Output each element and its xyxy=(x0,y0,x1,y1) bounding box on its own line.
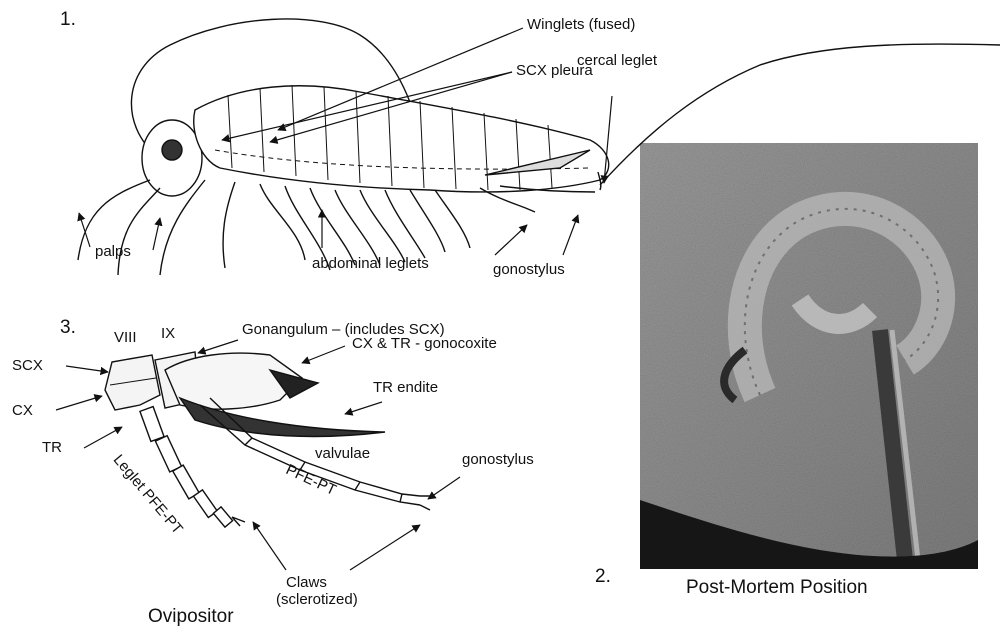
label-viii: VIII xyxy=(114,330,137,345)
panel-2-number: 2. xyxy=(595,567,611,586)
insect-body xyxy=(194,86,609,192)
label-gonostylus-1: gonostylus xyxy=(493,262,565,277)
label-abdominal-leglets: abdominal leglets xyxy=(312,256,429,271)
tr-endite-arrow xyxy=(345,402,382,414)
label-tr-endite: TR endite xyxy=(373,380,438,395)
gonostylus-arrow-1 xyxy=(495,225,527,255)
caption-post-mortem: Post-Mortem Position xyxy=(686,578,868,597)
tr-arrow xyxy=(84,427,122,448)
panel-1-number: 1. xyxy=(60,10,76,29)
segment-viii xyxy=(105,355,160,410)
gonostylus-arrow-2 xyxy=(563,215,578,255)
palps-arrow-2 xyxy=(153,218,160,250)
label-cx-tr-gonocoxite: CX & TR - gonocoxite xyxy=(352,336,497,351)
label-scx: SCX xyxy=(12,358,43,373)
palps-arrow xyxy=(79,213,90,247)
caption-ovipositor: Ovipositor xyxy=(148,607,234,626)
gonostylus-arrow-3 xyxy=(428,477,460,499)
label-tr: TR xyxy=(42,440,62,455)
palp-2 xyxy=(118,188,160,275)
label-claws-sclerotized: (sclerotized) xyxy=(276,592,358,607)
label-palps: palps xyxy=(95,244,131,259)
cx-arrow xyxy=(56,396,102,410)
label-cercal-leglet: cercal leglet xyxy=(577,53,657,68)
insect-eye xyxy=(162,140,182,160)
claws-arrow-2 xyxy=(350,525,420,570)
cx-tr-arrow xyxy=(302,346,345,363)
label-winglets: Winglets (fused) xyxy=(527,17,635,32)
label-ix: IX xyxy=(161,326,175,341)
claws-arrow-1 xyxy=(253,522,286,570)
label-valvulae: valvulae xyxy=(315,446,370,461)
label-cx: CX xyxy=(12,403,33,418)
label-claws: Claws xyxy=(286,575,327,590)
scx-arrow xyxy=(66,366,108,372)
fossil-photo xyxy=(640,143,978,569)
label-gonostylus-2: gonostylus xyxy=(462,452,534,467)
panel-3-number: 3. xyxy=(60,318,76,337)
gonangulum-arrow xyxy=(198,340,238,353)
